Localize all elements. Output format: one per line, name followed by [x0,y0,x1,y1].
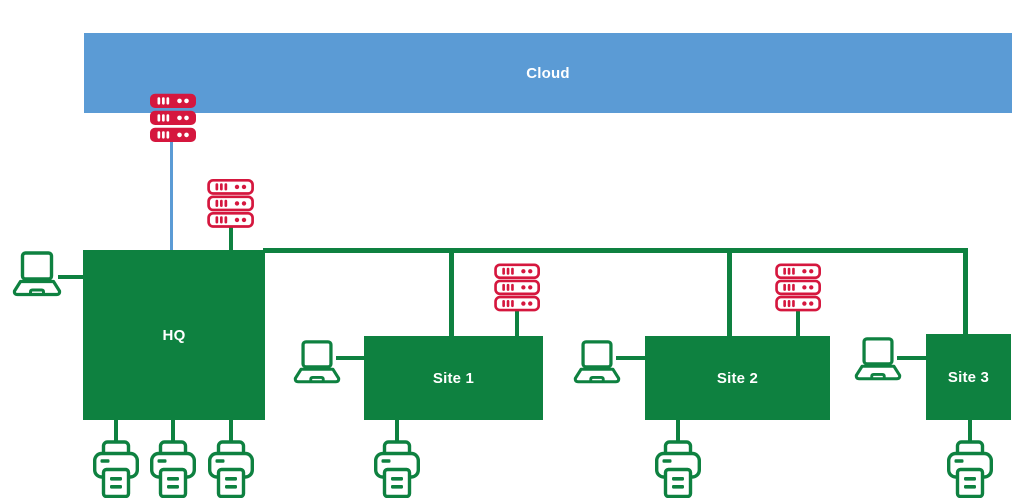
hq-printer-icon-3[interactable] [208,440,254,498]
connector-server-to-site1[interactable] [515,310,519,336]
site2-printer-icon[interactable] [655,440,701,498]
site3-laptop-icon[interactable] [853,336,903,383]
cloud-rack-server-icon[interactable] [148,92,198,143]
site1-printer-icon[interactable] [374,440,420,498]
hq-printer-icon-1[interactable] [93,440,139,498]
hq-printer-icon-2[interactable] [150,440,196,498]
cloud-bar[interactable]: Cloud [84,33,1012,113]
connector-site2-to-printer[interactable] [676,420,680,442]
site3-box[interactable]: Site 3 [926,334,1011,420]
connector-cloud-server-to-hq[interactable] [170,140,173,250]
connector-bus-to-site1[interactable] [449,250,454,336]
connector-hq-to-printer-2[interactable] [171,420,175,442]
connector-site3-to-printer[interactable] [968,420,972,442]
site2-laptop-icon[interactable] [572,339,622,386]
site2-label: Site 2 [716,369,759,387]
site3-printer-icon[interactable] [947,440,993,498]
connector-bus-to-site3[interactable] [963,250,968,334]
hq-rack-server-icon[interactable] [206,178,256,229]
connector-laptop-to-site1[interactable] [336,356,366,360]
connector-hq-to-printer-3[interactable] [229,420,233,442]
site2-rack-server-icon[interactable] [774,262,823,313]
connector-bus-to-site2[interactable] [727,250,732,336]
connector-server-to-hq[interactable] [229,226,233,250]
hq-box[interactable]: HQ [83,250,265,420]
site2-box[interactable]: Site 2 [645,336,830,420]
connector-bus-main[interactable] [263,248,968,253]
site1-box[interactable]: Site 1 [364,336,543,420]
connector-server-to-site2[interactable] [796,310,800,336]
site1-rack-server-icon[interactable] [493,262,542,313]
connector-laptop-to-hq[interactable] [58,275,85,279]
site1-laptop-icon[interactable] [292,339,342,386]
connector-laptop-to-site3[interactable] [897,356,928,360]
connector-site1-to-printer[interactable] [395,420,399,442]
site1-label: Site 1 [432,369,475,387]
connector-laptop-to-site2[interactable] [616,356,647,360]
hq-label: HQ [162,326,186,344]
site3-label: Site 3 [947,368,990,386]
connector-hq-to-printer-1[interactable] [114,420,118,442]
cloud-label: Cloud [526,64,570,82]
hq-laptop-icon[interactable] [11,251,63,298]
